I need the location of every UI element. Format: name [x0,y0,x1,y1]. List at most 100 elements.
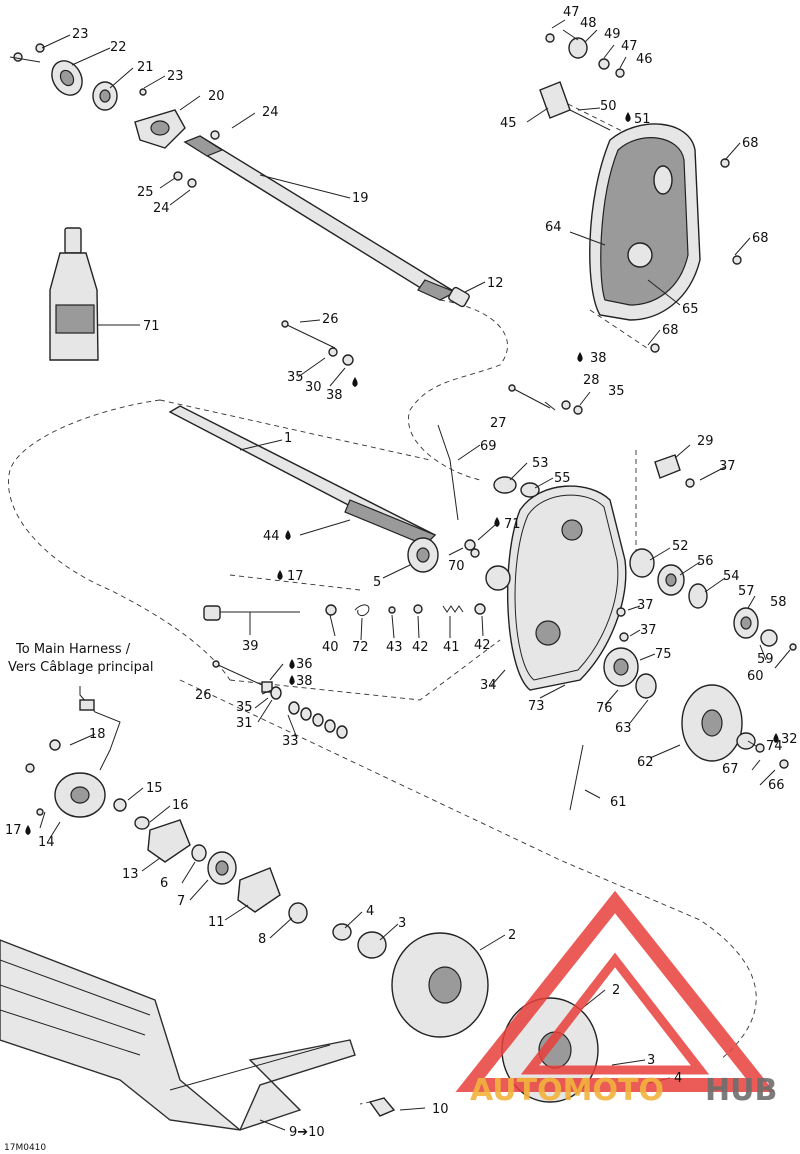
part-label: 71 [504,517,521,532]
part-labels: 47 48 49 47 46 23 22 21 23 20 24 25 24 1… [5,5,798,1140]
part-label: 9➔10 [289,1125,325,1140]
harness-label-line2: Vers Câblage principal [8,660,153,675]
speed-sensor-harness [25,686,121,818]
oil-drop-icon [577,352,583,362]
part-label: 58 [770,595,787,610]
part-label: 63 [615,721,632,736]
part-label: 23 [72,27,89,42]
part-label: 16 [172,798,189,813]
part-label: 3 [398,916,406,931]
part-label: 13 [122,867,139,882]
part-label: 24 [262,105,279,120]
dipstick-69 [437,424,480,558]
part-label: 7 [177,894,185,909]
part-label: 59 [757,652,774,667]
oil-drop-markers [25,112,779,835]
oil-drop-icon [289,675,295,685]
part-label: 38 [590,351,607,366]
right-side-bearings [493,454,797,651]
part-label: 50 [600,99,617,114]
tensioner-cluster-45 [539,33,625,131]
part-label: 30 [305,380,322,395]
part-label: 73 [528,699,545,714]
oil-drop-icon [25,825,31,835]
part-label: 41 [443,640,460,655]
part-label: 31 [236,716,253,731]
part-label: 71 [143,319,160,334]
oil-drop-icon [277,570,283,580]
oil-drop-icon [352,377,358,387]
part-label: 40 [322,640,339,655]
oil-drop-icon [289,659,295,669]
part-label: 61 [610,795,627,810]
part-label: 17 [5,823,22,838]
part-label: 20 [208,89,225,104]
part-label: 28 [583,373,600,388]
part-label: 65 [682,302,699,317]
part-label: 46 [636,52,653,67]
part-label: 35 [287,370,304,385]
lower-bearing-stack [113,798,387,959]
watermark-text-hub: HUB [705,1073,777,1108]
part-label: 27 [490,416,507,431]
chaincase-cover-64 [589,123,742,353]
part-label: 53 [532,456,549,471]
part-label: 34 [480,678,497,693]
track-9 [0,939,356,1131]
part-label: 36 [296,657,313,672]
part-label: 44 [263,529,280,544]
part-label: 47 [563,5,580,20]
chaincase-housing-34 [485,485,627,691]
part-label: 60 [747,669,764,684]
part-label: 38 [326,388,343,403]
part-label: 22 [110,40,127,55]
part-label: 10 [432,1102,449,1117]
part-label: 26 [322,312,339,327]
part-label: 42 [412,640,429,655]
part-label: 45 [500,116,517,131]
part-label: 3 [647,1053,655,1068]
part-label: 37 [719,459,736,474]
part-label: 76 [596,701,613,716]
upper-shaft-19 [183,135,470,308]
part-label: 68 [752,231,769,246]
part-label: 75 [655,647,672,662]
part-label: 14 [38,835,55,850]
leader-lines [39,19,791,1131]
part-label: 26 [195,688,212,703]
watermark-text-auto: AUTOMOTO [470,1073,664,1108]
oil-bottle-71 [49,227,140,361]
part-label: 15 [146,781,163,796]
part-label: 4 [366,904,374,919]
clip-10 [368,1097,396,1117]
part-label: 37 [637,598,654,613]
part-label: 18 [89,727,106,742]
reference-code: 17M0410 [4,1143,46,1153]
part-label: 47 [621,39,638,54]
part-label: 70 [448,559,465,574]
part-label: 74 [766,739,783,754]
part-label: 64 [545,220,562,235]
part-label: 6 [160,876,168,891]
part-label: 21 [137,60,154,75]
part-label: 23 [167,69,184,84]
part-label: 33 [282,734,299,749]
part-label: 51 [634,112,651,127]
part-label: 38 [296,674,313,689]
part-label: 24 [153,201,170,216]
oil-drop-icon [773,733,779,743]
oil-drop-icon [494,517,500,527]
part-label: 54 [723,569,740,584]
part-label: 42 [474,638,491,653]
part-label: 4 [674,1071,682,1086]
part-label: 69 [480,439,497,454]
part-label: 62 [637,755,654,770]
tensioner-spring-row [203,603,486,621]
part-label: 11 [208,915,225,930]
drive-shaft-1 [168,405,439,573]
part-label: 66 [768,778,785,793]
harness-label-line1: To Main Harness / [15,642,131,657]
watermark-logo [455,890,775,1092]
part-label: 25 [137,185,154,200]
